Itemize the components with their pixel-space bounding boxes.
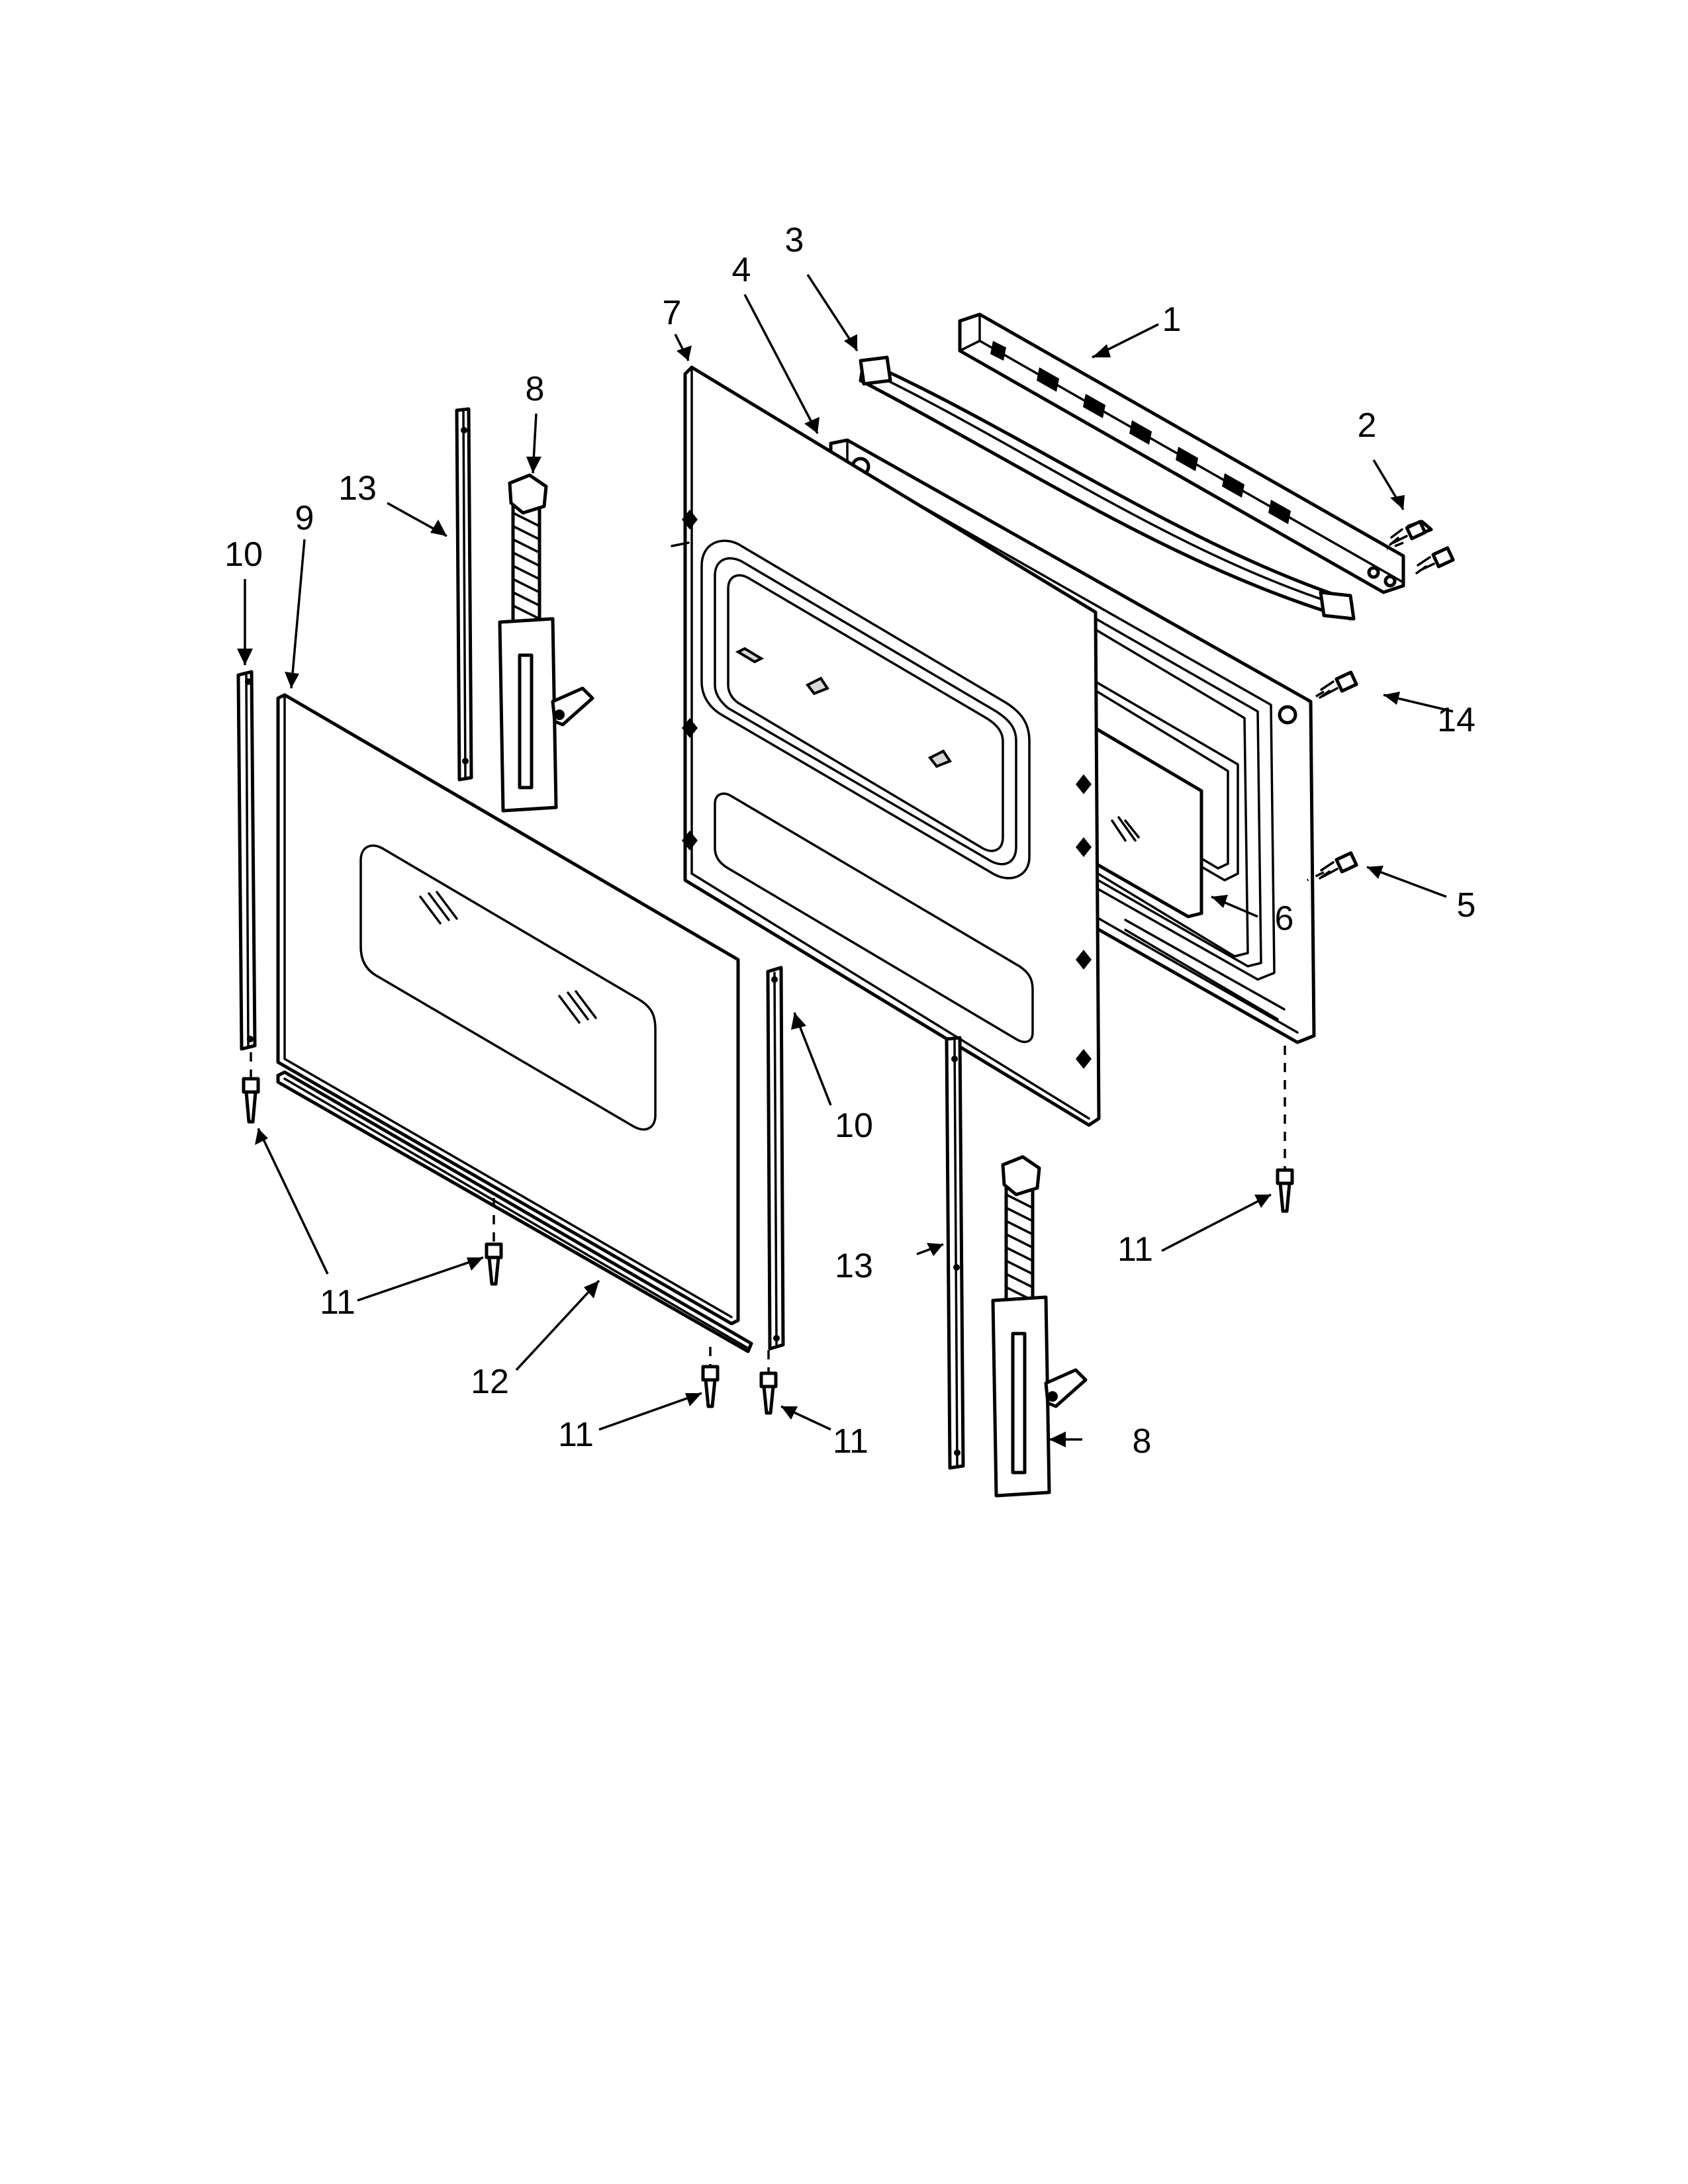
callout-13-upper: 13 [338, 469, 377, 508]
part-8-hinge-lower [991, 1155, 1088, 1498]
part-1-vent-trim [958, 312, 1405, 594]
callout-7: 7 [663, 294, 682, 332]
part-3-handle [859, 355, 1356, 621]
part-5-screw [1319, 851, 1358, 880]
part-9-outer-door-glass [276, 693, 740, 1326]
callout-10-upper: 10 [224, 535, 263, 574]
callout-11-left: 11 [320, 1283, 355, 1322]
callout-11-bottom-b: 11 [833, 1422, 868, 1461]
callout-10-lower: 10 [835, 1107, 873, 1145]
part-10-side-trim-right [766, 966, 785, 1351]
part-11-screw-center [485, 1242, 503, 1286]
callout-5: 5 [1457, 886, 1476, 925]
part-14-screw-lower [1319, 670, 1358, 699]
callout-12: 12 [471, 1363, 509, 1401]
callout-6: 6 [1275, 899, 1294, 938]
part-14-screw-upper [1415, 546, 1455, 574]
callout-11-bottom-a: 11 [558, 1416, 594, 1454]
assembly-lines [250, 541, 1404, 1373]
part-8-hinge-upper [498, 473, 594, 813]
part-11-screw-bottom-a [701, 1365, 720, 1408]
callout-4: 4 [732, 251, 751, 289]
callout-1: 1 [1162, 300, 1182, 339]
callout-labels: 1 2 3 4 7 8 13 9 10 14 6 5 10 13 11 11 1… [224, 221, 1476, 1461]
callout-11-right: 11 [1117, 1230, 1153, 1269]
callout-13-lower: 13 [835, 1247, 873, 1285]
part-13-hinge-receiver-right [945, 1036, 965, 1470]
callout-9: 9 [295, 499, 314, 537]
part-11-screw-bottom-b [759, 1371, 778, 1415]
callout-14: 14 [1437, 701, 1476, 739]
part-11-screw-right [1276, 1168, 1294, 1213]
arrowheads [237, 334, 1405, 1447]
part-12-bottom-trim [276, 1070, 753, 1353]
callout-8-upper: 8 [526, 370, 545, 408]
part-11-screw-left [242, 1077, 260, 1124]
callout-2: 2 [1358, 406, 1377, 445]
part-2-screw [1389, 520, 1433, 546]
callout-3: 3 [785, 221, 804, 259]
part-10-side-trim-left [236, 670, 257, 1051]
part-13-hinge-receiver-left [455, 407, 473, 782]
callout-8-lower: 8 [1133, 1422, 1152, 1461]
